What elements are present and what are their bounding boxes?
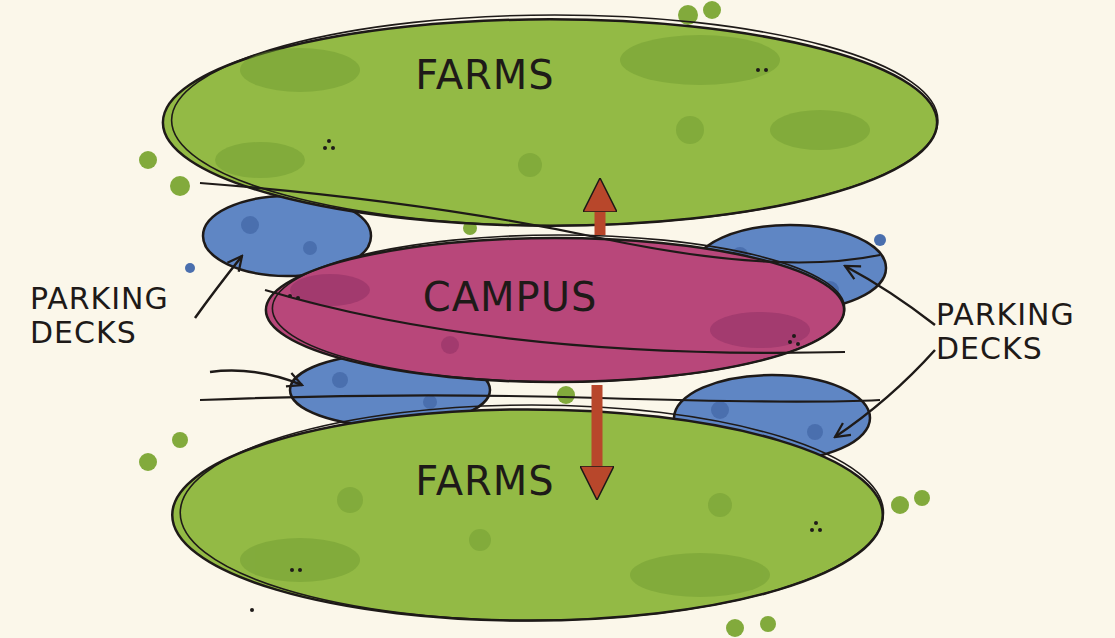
leader-lines bbox=[195, 256, 935, 437]
zone-label: FARMS bbox=[415, 52, 554, 98]
leader-line bbox=[845, 266, 935, 325]
sketch-strokes bbox=[200, 183, 880, 402]
callout-label: PARKING DECKS bbox=[30, 282, 220, 350]
marker-blotches bbox=[290, 274, 810, 354]
farm-zone: FARMS bbox=[155, 15, 945, 230]
flow-arrow bbox=[595, 198, 606, 235]
sketch-stroke bbox=[200, 395, 880, 401]
sketch-dots bbox=[250, 68, 822, 612]
zone-outline bbox=[165, 405, 890, 625]
marker-blotches bbox=[185, 216, 886, 440]
sketch-stroke bbox=[200, 183, 880, 262]
leader-line bbox=[210, 371, 302, 385]
farm-zone: FARMS bbox=[165, 405, 890, 625]
zone-outline bbox=[155, 15, 945, 230]
zone-outline-stroke bbox=[272, 235, 844, 382]
zone-outline-stroke bbox=[180, 405, 883, 621]
zone-label: FARMS bbox=[415, 458, 554, 504]
zone-outline-stroke bbox=[172, 15, 938, 226]
marker-blotches bbox=[215, 35, 870, 597]
zone-label: CAMPUS bbox=[423, 274, 598, 320]
zone-fill bbox=[163, 19, 937, 225]
campus-zone: CAMPUS bbox=[260, 235, 850, 385]
flow-arrow bbox=[592, 385, 603, 480]
zone-fill bbox=[172, 409, 883, 620]
zone-fill bbox=[266, 238, 844, 382]
callout-label: PARKING DECKS bbox=[936, 298, 1106, 366]
sketch-stroke bbox=[265, 290, 845, 353]
leader-line bbox=[195, 256, 242, 318]
leader-line bbox=[835, 350, 935, 437]
